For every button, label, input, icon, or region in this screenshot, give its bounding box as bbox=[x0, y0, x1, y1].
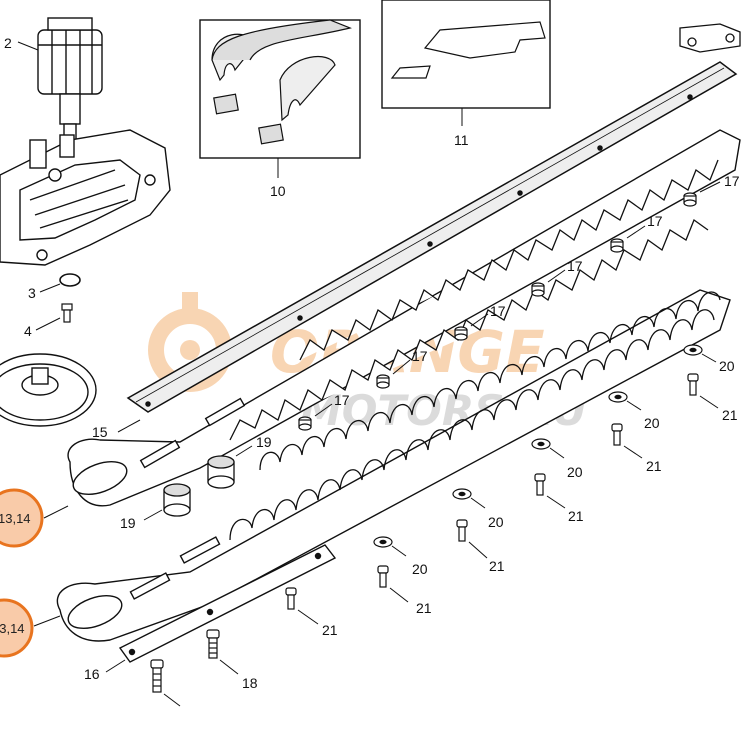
screw-part-4 bbox=[61, 303, 73, 323]
part-label-4: 4 bbox=[24, 323, 32, 339]
part-label-21e: 21 bbox=[416, 600, 432, 616]
screw-21c bbox=[534, 473, 546, 496]
screw-part-bottom bbox=[150, 659, 164, 693]
spacer-17f bbox=[298, 416, 312, 431]
lower-blade-part bbox=[56, 289, 731, 642]
callout-13-14-lower[interactable]: 13,14 bbox=[0, 598, 34, 658]
guide-bar-part bbox=[126, 61, 738, 413]
part-label-20b: 20 bbox=[644, 415, 660, 431]
part-label-20a: 20 bbox=[719, 358, 735, 374]
spacer-17b bbox=[610, 238, 624, 253]
washer-parts-20 bbox=[373, 344, 703, 548]
part-label-20d: 20 bbox=[488, 514, 504, 530]
spacer-parts-17 bbox=[298, 192, 697, 431]
washer-20d bbox=[452, 488, 472, 500]
screw-21a bbox=[687, 373, 699, 396]
screw-21e bbox=[377, 565, 389, 588]
part-label-21c: 21 bbox=[568, 508, 584, 524]
washer-20a bbox=[683, 344, 703, 356]
bushing-19b bbox=[163, 483, 191, 517]
bushing-19a bbox=[207, 455, 235, 489]
spacer-17d bbox=[454, 326, 468, 341]
part-label-11: 11 bbox=[454, 132, 469, 148]
screw-part-18 bbox=[206, 629, 220, 659]
upper-blade-part bbox=[67, 129, 741, 507]
spacer-17a bbox=[683, 192, 697, 207]
part-label-21a: 21 bbox=[722, 407, 738, 423]
part-label-17d: 17 bbox=[490, 303, 506, 319]
screw-21d bbox=[456, 519, 468, 542]
screw-21f bbox=[285, 587, 297, 610]
bushing-parts-19 bbox=[163, 455, 235, 517]
part-label-17e: 17 bbox=[412, 348, 428, 364]
part-label-19b: 19 bbox=[120, 515, 136, 531]
part-label-21b: 21 bbox=[646, 458, 662, 474]
washer-20b bbox=[608, 391, 628, 403]
callout-label: 13,14 bbox=[0, 621, 25, 636]
spacer-17c bbox=[531, 282, 545, 297]
part-label-16: 16 bbox=[84, 666, 100, 682]
washer-20c bbox=[531, 438, 551, 450]
part-label-10: 10 bbox=[270, 183, 286, 199]
part-label-15: 15 bbox=[92, 424, 108, 440]
flat-strip-part bbox=[118, 544, 337, 663]
washer-20e bbox=[373, 536, 393, 548]
lower-blade-teeth bbox=[229, 291, 721, 541]
upper-blade-teeth bbox=[229, 159, 719, 441]
screw-parts-21 bbox=[285, 373, 699, 610]
part-label-20c: 20 bbox=[567, 464, 583, 480]
part-label-2: 2 bbox=[4, 35, 12, 51]
part-label-3: 3 bbox=[28, 285, 36, 301]
part-label-20e: 20 bbox=[412, 561, 428, 577]
motor-part bbox=[37, 17, 103, 147]
part-label-17f: 17 bbox=[334, 392, 350, 408]
part-label-21d: 21 bbox=[489, 558, 505, 574]
part-label-19a: 19 bbox=[256, 434, 272, 450]
o-ring-part bbox=[59, 273, 81, 287]
kit-box-11 bbox=[381, 0, 551, 109]
part-label-17b: 17 bbox=[647, 213, 663, 229]
gear-wheel-part bbox=[0, 353, 97, 427]
bracket-part bbox=[679, 23, 741, 53]
part-label-18: 18 bbox=[242, 675, 258, 691]
gear-housing-part bbox=[0, 129, 171, 266]
part-label-21f: 21 bbox=[322, 622, 338, 638]
spacer-17e bbox=[376, 374, 390, 389]
callout-13-14-upper[interactable]: 13,14 bbox=[0, 488, 44, 548]
kit-box-10 bbox=[199, 19, 361, 159]
part-label-17c: 17 bbox=[567, 258, 583, 274]
part-label-17a: 17 bbox=[724, 173, 740, 189]
screw-21b bbox=[611, 423, 623, 446]
callout-label: 13,14 bbox=[0, 511, 31, 526]
